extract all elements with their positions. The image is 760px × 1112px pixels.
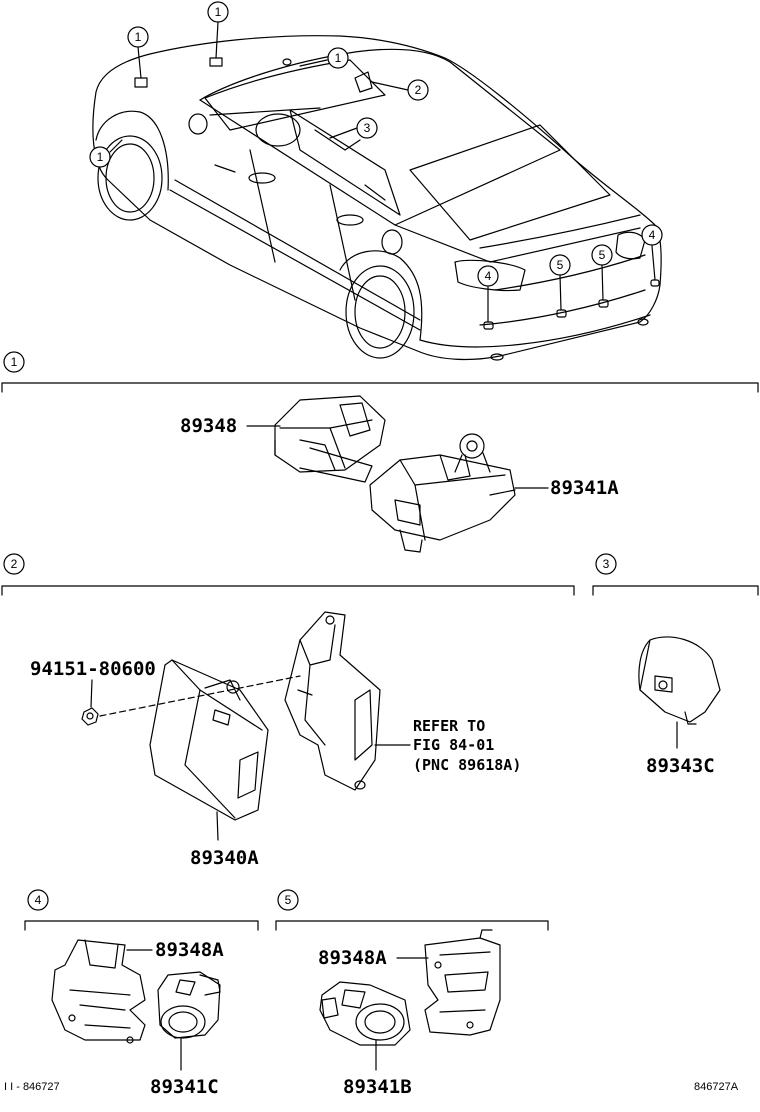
note-line-3: (PNC 89618A) — [413, 756, 522, 774]
callout-roof-rear: 1 — [214, 5, 222, 19]
callout-cabin-rear: 2 — [414, 83, 422, 97]
footer-code-right: 846727A — [694, 1081, 739, 1093]
part-bracket-drawing — [284, 611, 381, 791]
section-number-3: 3 — [602, 557, 610, 571]
part-number-89343c: 89343C — [646, 755, 715, 777]
note-line-1: REFER TO — [413, 717, 486, 735]
section-number-1: 1 — [10, 355, 18, 369]
footer-code-left: I I - 846727 — [4, 1081, 60, 1093]
callout-rear-right: 4 — [648, 228, 656, 242]
part-89341b-drawing — [319, 981, 411, 1071]
part-89343c-drawing — [638, 636, 721, 749]
part-89348a-right-drawing — [396, 929, 501, 1036]
part-number-89348a-left: 89348A — [155, 939, 224, 961]
part-89341a-drawing — [369, 433, 549, 553]
part-number-89341a: 89341A — [550, 477, 619, 499]
part-89341c-drawing — [157, 971, 221, 1071]
section-number-4: 4 — [34, 893, 42, 907]
part-number-89348a-right: 89348A — [318, 947, 387, 969]
part-number-89348: 89348 — [180, 415, 238, 437]
callout-rear-left: 4 — [484, 269, 492, 283]
callout-wheel-front: 1 — [96, 150, 104, 164]
part-89348a-left-drawing — [51, 939, 153, 1044]
note-line-2: FIG 84-01 — [413, 736, 495, 754]
part-number-89341b: 89341B — [343, 1076, 412, 1098]
part-number-89340a: 89340A — [190, 847, 259, 869]
part-89340a-drawing — [149, 659, 269, 841]
car-illustration — [89, 1, 663, 361]
callout-roof-front: 1 — [134, 30, 142, 44]
callout-mirror: 1 — [334, 51, 342, 65]
section-number-5: 5 — [284, 893, 292, 907]
part-89348-drawing — [246, 395, 386, 483]
callout-cabin-front: 3 — [363, 121, 371, 135]
callout-bumper-left: 5 — [556, 258, 564, 272]
part-number-94151-80600: 94151-80600 — [30, 658, 156, 680]
section-frames — [1, 351, 759, 931]
callout-bumper-right: 5 — [598, 248, 606, 262]
part-number-89341c: 89341C — [150, 1076, 219, 1098]
part-94151-drawing — [81, 675, 301, 726]
section-number-2: 2 — [10, 557, 18, 571]
